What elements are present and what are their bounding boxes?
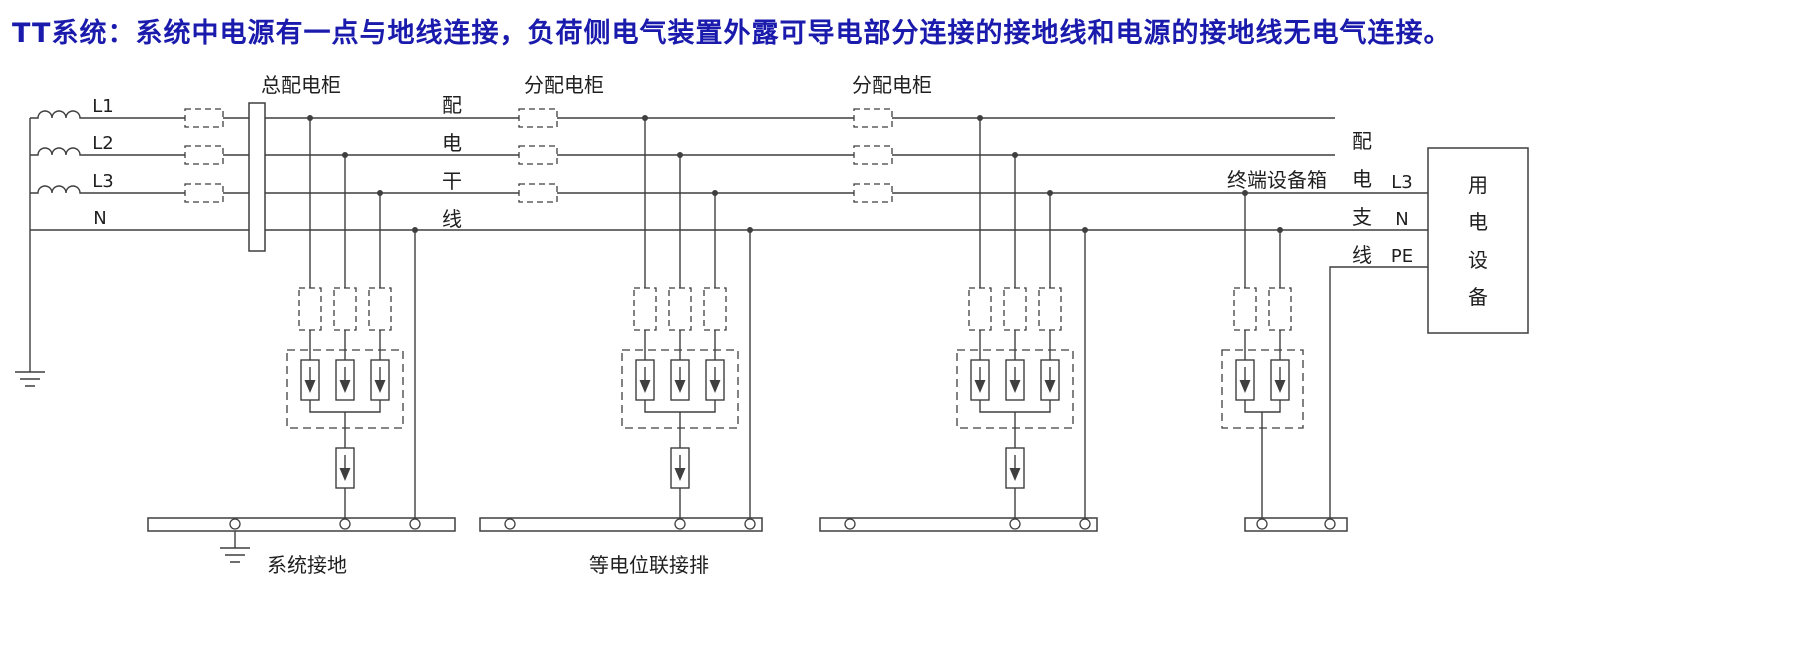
equipment-box (1427, 147, 1529, 334)
equipotential-system (147, 517, 1348, 563)
fuse-sub1-l1 (518, 108, 558, 128)
label-right-n: N (1395, 209, 1408, 230)
label-terminal-box: 终端设备箱 (1227, 168, 1327, 192)
fuse-sub2-l1 (853, 108, 893, 128)
bar-terminal (1256, 518, 1268, 530)
fuse-main-l1 (184, 108, 224, 128)
trunk-char-3: 干 (442, 169, 462, 193)
trunk-line-label: 配 电 干 线 (442, 93, 462, 231)
spd-group-main (287, 115, 418, 518)
system-earth-icon (219, 547, 251, 563)
equipotential-bar-4 (1244, 517, 1348, 532)
branch-line-label: 配 电 支 线 (1352, 129, 1372, 267)
bar-terminal (339, 518, 351, 530)
label-main-cabinet: 总配电柜 (261, 73, 341, 97)
equipotential-bar-3 (819, 517, 1098, 532)
label-phase-l1: L1 (92, 96, 113, 117)
label-sub-cabinet-1: 分配电柜 (524, 73, 604, 97)
equipotential-bar-1 (147, 517, 456, 532)
footer-labels: 系统接地 等电位联接排 (267, 553, 709, 577)
label-right-pe: PE (1391, 246, 1413, 267)
label-sub-cabinet-2: 分配电柜 (852, 73, 932, 97)
bar-terminal (674, 518, 686, 530)
equipment-char-2: 电 (1468, 210, 1488, 234)
fuse-main-l3 (184, 183, 224, 203)
branch-char-2: 电 (1352, 167, 1372, 191)
wire-l1 (30, 110, 1335, 119)
bar-terminal (1079, 518, 1091, 530)
wire-l2 (30, 147, 1335, 156)
spd-group-terminal (1221, 190, 1304, 518)
wire-l3 (30, 185, 1428, 194)
branch-char-4: 线 (1352, 243, 1372, 267)
bar-terminal (1324, 518, 1336, 530)
fuse-sub1-l2 (518, 145, 558, 165)
label-phase-n: N (93, 208, 106, 229)
fuse-sub2-l3 (853, 183, 893, 203)
label-phase-l3: L3 (92, 171, 113, 192)
equipment-char-4: 备 (1468, 285, 1488, 309)
fuse-sub2-l2 (853, 145, 893, 165)
equipment-char-3: 设 (1468, 248, 1488, 272)
bar-terminal (409, 518, 421, 530)
label-right-l3: L3 (1391, 172, 1412, 193)
label-phase-l2: L2 (92, 133, 113, 154)
spd-group-sub1 (622, 115, 753, 518)
equipment-label: 用 电 设 备 (1468, 173, 1488, 309)
branch-char-3: 支 (1352, 205, 1372, 229)
fuse-main-l2 (184, 145, 224, 165)
source-earth-icon (14, 371, 46, 387)
spd-group-sub2 (957, 115, 1088, 518)
bar-terminal (744, 518, 756, 530)
wire-pe (1329, 266, 1428, 518)
fuse-sub1-l3 (518, 183, 558, 203)
label-system-earthing: 系统接地 (267, 553, 347, 577)
page-title: TT系统：系统中电源有一点与地线连接，负荷侧电气装置外露可导电部分连接的接地线和… (12, 17, 1451, 49)
trunk-char-4: 线 (442, 207, 462, 231)
bar-terminal (1009, 518, 1021, 530)
trunk-char-2: 电 (442, 131, 462, 155)
right-line-labels: L3 N PE (1391, 172, 1413, 267)
label-equipotential-busbar: 等电位联接排 (589, 553, 709, 577)
cabinet-labels: 总配电柜 分配电柜 分配电柜 终端设备箱 (261, 73, 1327, 192)
main-cabinet-busbar (248, 102, 266, 252)
branch-char-1: 配 (1352, 129, 1372, 153)
bar-terminal (504, 518, 516, 530)
bar-terminal (844, 518, 856, 530)
equipotential-bar-2 (479, 517, 763, 532)
source-phase-labels: L1 L2 L3 N (92, 96, 113, 229)
trunk-char-1: 配 (442, 93, 462, 117)
equipment-char-1: 用 (1468, 173, 1488, 197)
bar-terminal (229, 518, 241, 530)
